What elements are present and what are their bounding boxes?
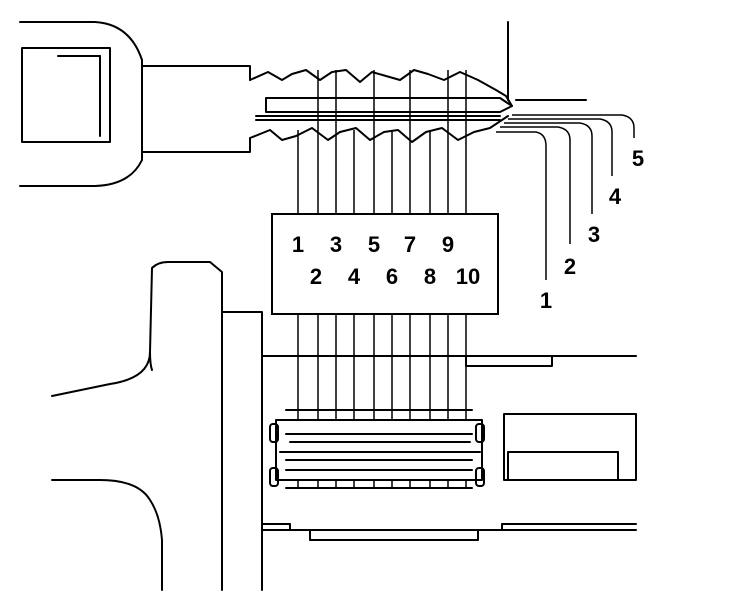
depth-label-2: 2 (564, 254, 576, 279)
key-head-window (21, 47, 111, 143)
depth-label-5: 5 (632, 146, 644, 171)
position-label-3: 3 (330, 232, 342, 257)
depth-label-4: 4 (609, 184, 622, 209)
position-label-9: 9 (442, 232, 454, 257)
depth-leader-2 (500, 126, 571, 244)
position-label-10: 10 (456, 264, 480, 289)
position-label-1: 1 (292, 232, 304, 257)
depth-leader-1 (496, 131, 547, 280)
depth-leader-3 (504, 122, 593, 214)
position-label-box (271, 213, 499, 315)
position-labels: 1 2 3 4 5 6 7 8 9 10 (292, 232, 480, 289)
depth-label-3: 3 (588, 222, 600, 247)
position-label-4: 4 (348, 264, 361, 289)
key-cutting-machine (51, 261, 637, 591)
key-blade (249, 21, 587, 143)
depth-leader-4 (508, 118, 613, 176)
depth-leader-5 (512, 114, 635, 138)
position-label-6: 6 (386, 264, 398, 289)
depth-label-1: 1 (540, 288, 552, 313)
position-label-2: 2 (310, 264, 322, 289)
position-label-7: 7 (404, 232, 416, 257)
key-head (19, 21, 251, 187)
right-clamp-block (503, 413, 637, 481)
depth-leaders (496, 114, 635, 280)
position-label-5: 5 (368, 232, 380, 257)
depth-labels: 1 2 3 4 5 (540, 146, 644, 313)
cutter-rail (269, 409, 485, 489)
position-label-8: 8 (424, 264, 436, 289)
